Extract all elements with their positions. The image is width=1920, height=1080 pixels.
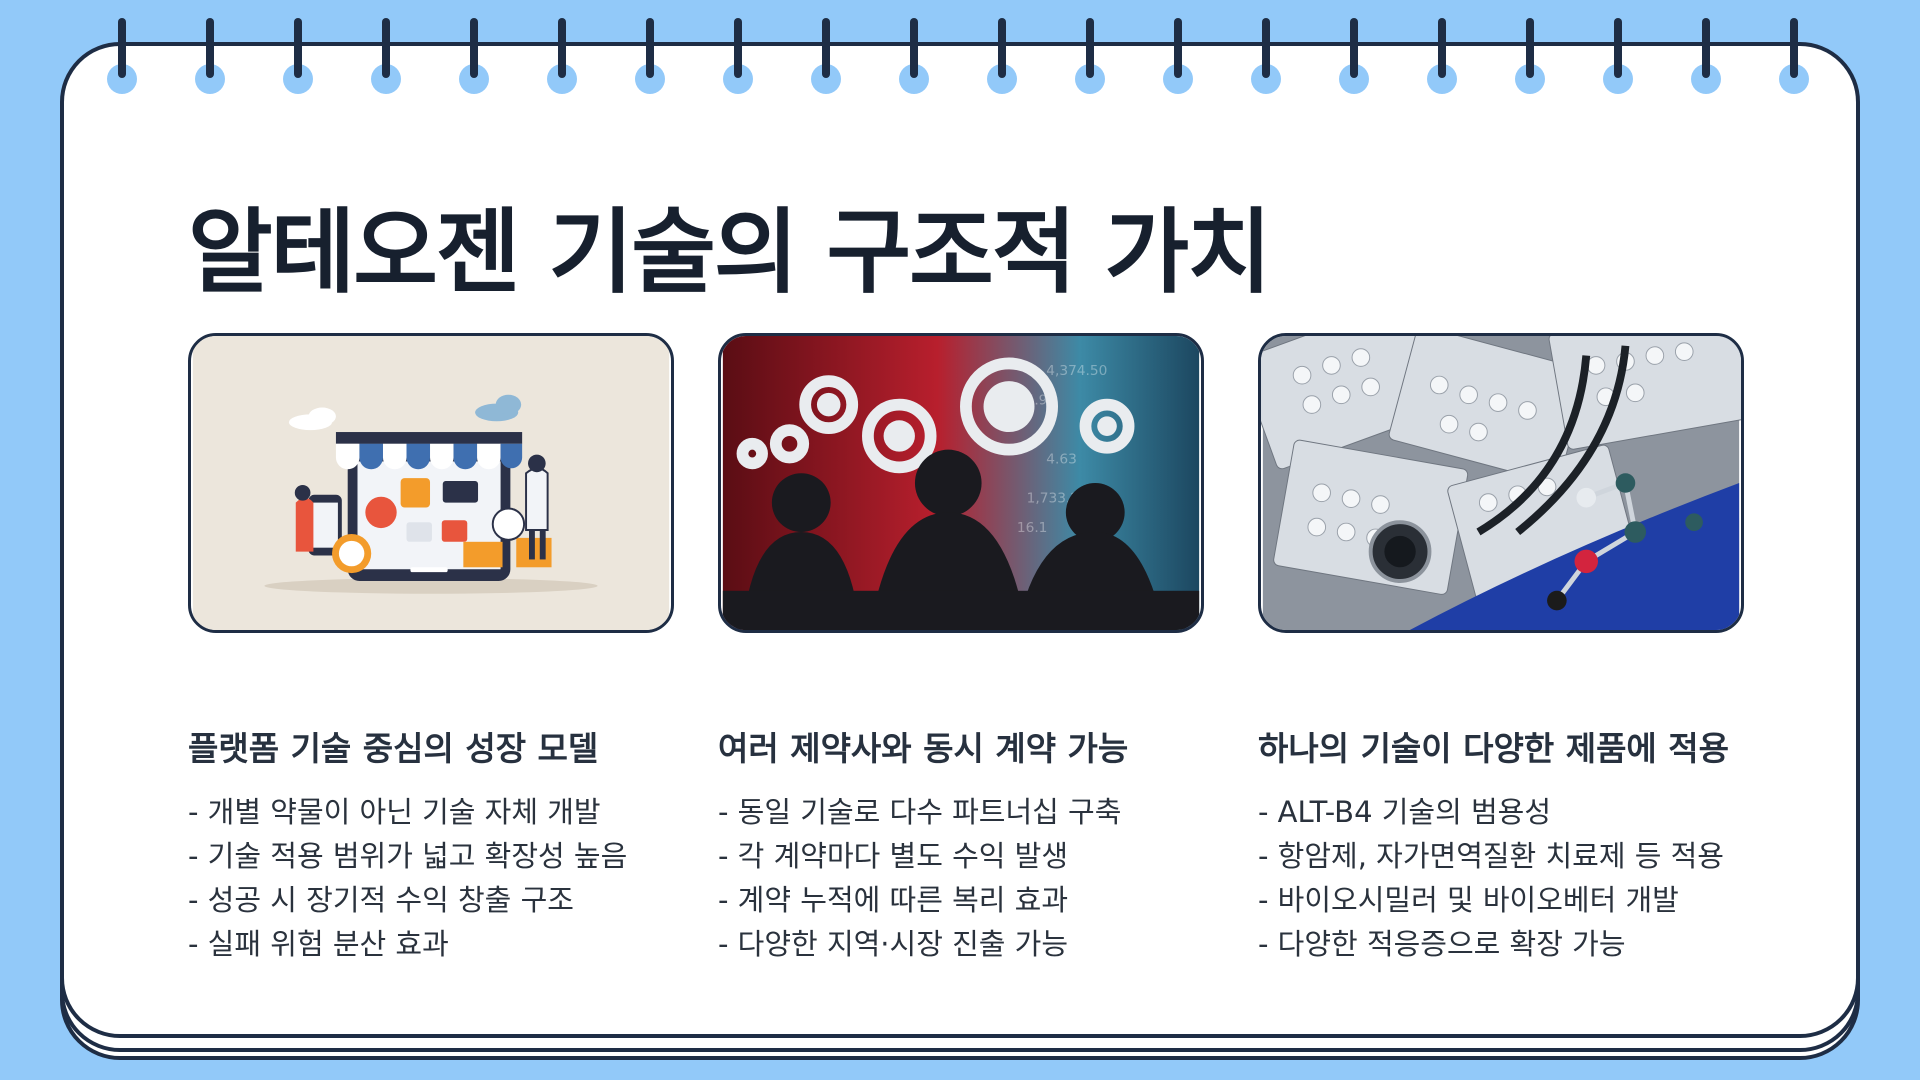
list-item: - 기술 적용 범위가 넓고 확장성 높음	[188, 839, 628, 873]
svg-text:16.1: 16.1	[1017, 520, 1048, 536]
bullet-list-contracts: - 동일 기술로 다수 파트너십 구축 - 각 계약마다 별도 수익 발생 - …	[718, 790, 1121, 966]
svg-text:4,374.50: 4,374.50	[1046, 363, 1107, 379]
list-item: - 바이오시밀러 및 바이오베터 개발	[1258, 883, 1679, 917]
list-item: - 동일 기술로 다수 파트너십 구축	[718, 795, 1122, 829]
column-heading-platform: 플랫폼 기술 중심의 성장 모델	[188, 729, 599, 768]
bullet-list-platform: - 개별 약물이 아닌 기술 자체 개발 - 기술 적용 범위가 넓고 확장성 …	[188, 790, 627, 966]
storefront-icon	[192, 336, 670, 630]
list-item: - 실패 위험 분산 효과	[188, 927, 449, 961]
list-item: - 각 계약마다 별도 수익 발생	[718, 839, 1069, 873]
slide-title: 알테오젠 기술의 구조적 가치	[188, 199, 1272, 306]
list-item: - 성공 시 장기적 수익 창출 구조	[188, 883, 574, 917]
online-store-illustration	[188, 333, 674, 633]
gears-business-people: 4,374.5034.9 4.631,733.2 16.1	[718, 333, 1204, 633]
pills-stethoscope-molecule	[1258, 333, 1744, 633]
list-item: - 다양한 지역·시장 진출 가능	[718, 927, 1069, 961]
list-item: - 개별 약물이 아닌 기술 자체 개발	[188, 795, 601, 829]
svg-text:4.63: 4.63	[1046, 451, 1077, 467]
column-heading-contracts: 여러 제약사와 동시 계약 가능	[718, 729, 1129, 768]
gears-icon: 4,374.5034.9 4.631,733.2 16.1	[722, 336, 1200, 630]
list-item: - 다양한 적응증으로 확장 가능	[1258, 927, 1626, 961]
list-item: - 계약 누적에 따른 복리 효과	[718, 883, 1069, 917]
column-heading-products: 하나의 기술이 다양한 제품에 적용	[1258, 729, 1729, 768]
list-item: - ALT-B4 기술의 범용성	[1258, 795, 1552, 829]
svg-text:1,733.2: 1,733.2	[1027, 491, 1079, 507]
bullet-list-products: - ALT-B4 기술의 범용성 - 항암제, 자가면역질환 치료제 등 적용 …	[1258, 790, 1724, 966]
list-item: - 항암제, 자가면역질환 치료제 등 적용	[1258, 839, 1724, 873]
pills-icon	[1261, 336, 1741, 630]
